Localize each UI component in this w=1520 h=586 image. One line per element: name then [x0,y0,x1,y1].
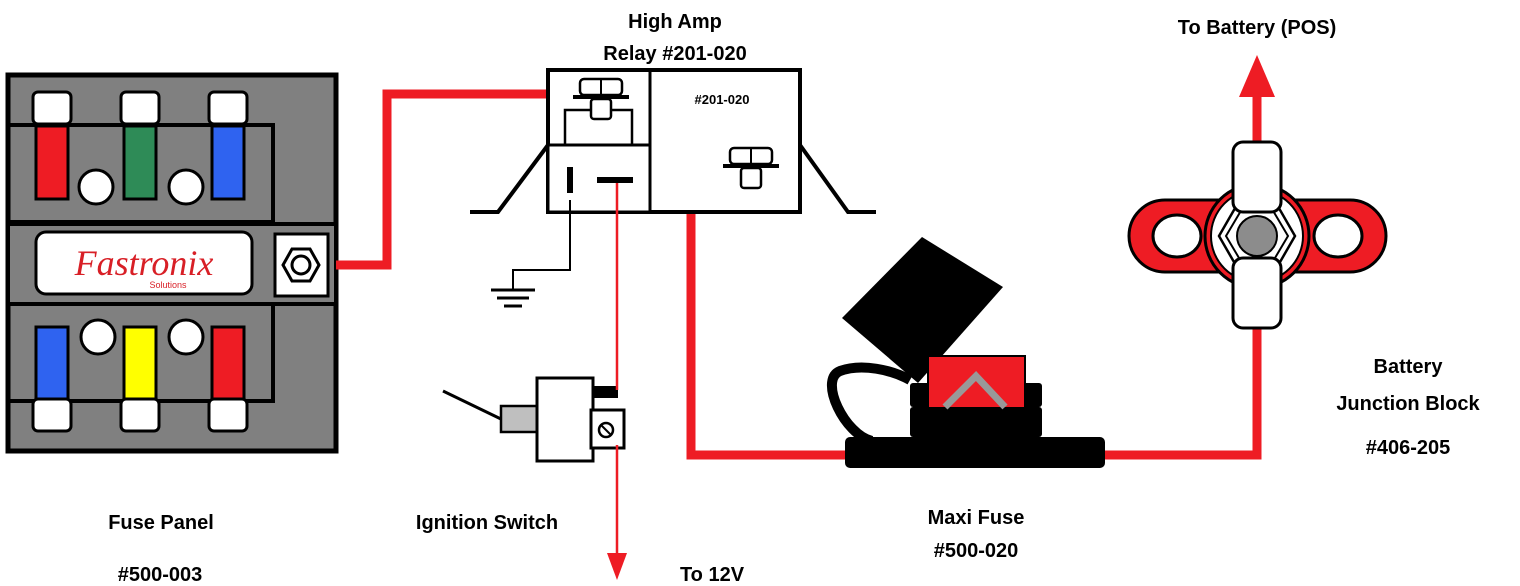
fuse-red [210,325,246,402]
arrow-to-battery [1239,55,1275,97]
mount-hole [77,168,115,206]
fuse-blue [210,124,246,201]
maxi-fuse [826,237,1105,468]
mount-hole [79,318,117,356]
junction-label-2: Junction Block [1336,393,1480,415]
logo-sub: Solutions [149,280,187,290]
maxi-fuse-label: Maxi Fuse [928,507,1025,529]
junction-lug-top [1231,140,1283,214]
ignition-switch-label: Ignition Switch [416,512,558,534]
fuse-cap [119,90,161,126]
arrow-to-12v [607,553,627,580]
battery-pos-label: To Battery (POS) [1178,17,1337,39]
logo-brand: Fastronix [74,243,214,283]
fuse-cap [31,90,73,126]
to-12v-label: To 12V [680,564,745,586]
mount-hole [167,318,205,356]
junction-label: Battery [1374,356,1444,378]
fuse-panel: Fastronix Solutions [5,72,339,454]
relay-title-part: Relay #201-020 [603,43,746,65]
ground-connection [491,200,571,308]
junction-part-label: #406-205 [1366,437,1451,459]
power-wires [336,89,1262,460]
fuse-blue [34,325,70,402]
fuse-cap [119,397,161,433]
battery-junction-block [1127,140,1388,330]
fastronix-logo [34,230,254,296]
switch-lever [442,389,504,422]
fuse-cap [207,397,249,433]
wire-maxi-to-junction [1105,325,1262,460]
wire-panel-to-relay [336,89,575,270]
junction-lug-bottom [1231,256,1283,330]
fuse-panel-part-label: #500-003 [118,564,203,586]
relay-title: High Amp [628,11,722,33]
maxi-fuse-element [927,355,1026,409]
maxi-fuse-part-label: #500-020 [934,540,1019,562]
ignition-switch [442,376,626,463]
fuse-green [122,124,158,201]
fuse-red [34,124,70,201]
mount-hole [167,168,205,206]
high-amp-relay: #201-020 [470,68,876,214]
fuse-cap [207,90,249,126]
fuse-panel-label: Fuse Panel [108,512,214,534]
maxi-fuse-lid [842,237,1003,383]
fuse-cap [31,397,73,433]
fuse-yellow [122,325,158,402]
relay-part-label: #201-020 [695,92,750,107]
